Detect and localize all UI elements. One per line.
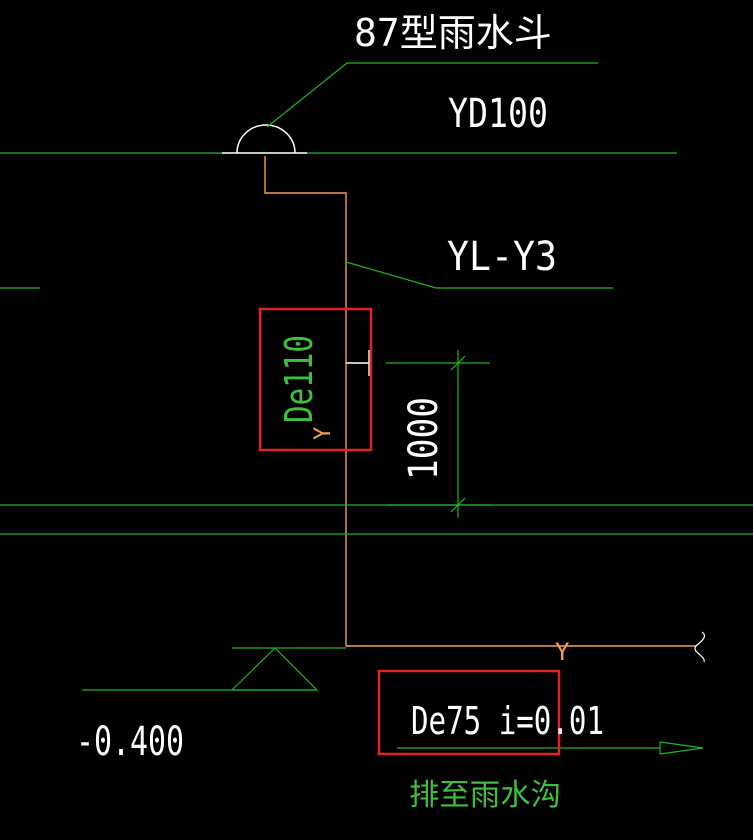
highlight-box-horizontal — [377, 669, 561, 756]
drain-leader-line — [266, 62, 598, 128]
vertical-flow-label: Y — [311, 427, 336, 440]
pipe-id-leader — [345, 261, 613, 289]
rain-drain-icon — [236, 124, 296, 154]
drain-code-label: YD100 — [448, 91, 548, 137]
discharge-arrow-head — [659, 741, 704, 755]
vertical-pipe — [264, 156, 696, 647]
horizontal-pipe-spec-label: De75 i=0.01 — [411, 699, 604, 743]
horizontal-flow-label: Y — [555, 638, 570, 666]
vertical-pipe-size-label: De110 — [277, 335, 321, 423]
highlight-box-vertical — [258, 307, 373, 452]
dim-tick-top — [450, 355, 466, 371]
elevation-label: -0.400 — [76, 719, 184, 765]
discharge-label: 排至雨水沟 — [409, 778, 561, 813]
drain-type-label: 87型雨水斗 — [354, 11, 552, 55]
pipe-id-label: YL-Y3 — [447, 234, 557, 280]
pipe-end-break — [694, 631, 706, 663]
elevation-triangle — [230, 647, 319, 691]
dimension-label: 1000 — [401, 397, 447, 480]
